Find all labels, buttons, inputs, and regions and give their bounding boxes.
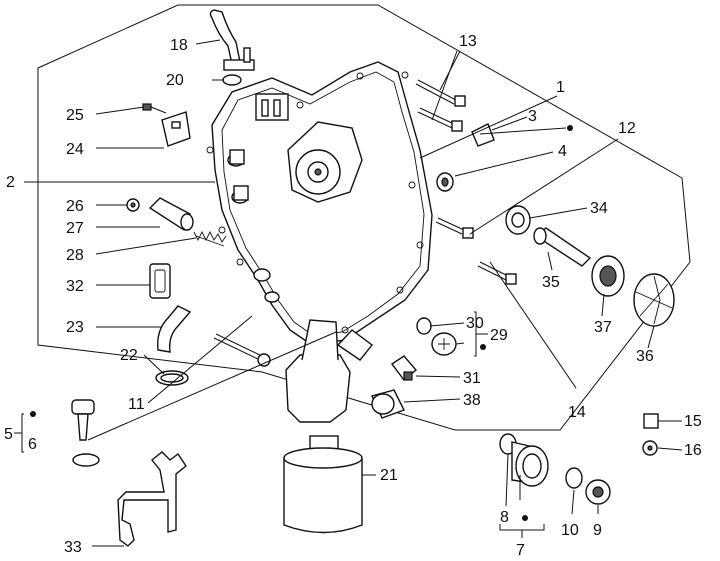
callout-32: 32 bbox=[66, 278, 84, 295]
callout-14: 14 bbox=[568, 404, 586, 421]
filler-cap-5 bbox=[71, 399, 95, 441]
callout-16: 16 bbox=[684, 442, 702, 459]
callout-24: 24 bbox=[66, 141, 84, 158]
callout-27: 27 bbox=[66, 220, 84, 237]
bolt-14 bbox=[477, 261, 517, 285]
callout-8: 8 bbox=[500, 509, 509, 526]
hose-pipe-18 bbox=[209, 9, 255, 71]
clip-15 bbox=[643, 413, 659, 429]
callout-36: 36 bbox=[636, 348, 654, 365]
callout-28: 28 bbox=[66, 247, 84, 264]
bolt-13 bbox=[415, 79, 466, 132]
o-ring-20 bbox=[222, 74, 242, 86]
callout-15: 15 bbox=[684, 413, 702, 430]
callout-12: 12 bbox=[618, 120, 636, 137]
callout-31: 31 bbox=[463, 370, 481, 387]
callout-11: 11 bbox=[128, 396, 145, 413]
o-ring-6 bbox=[72, 453, 100, 467]
callout-9: 9 bbox=[593, 522, 602, 539]
callout-20: 20 bbox=[166, 72, 184, 89]
bolt-12 bbox=[435, 217, 474, 239]
callout-1: 1 bbox=[556, 79, 565, 96]
clip-16 bbox=[642, 440, 658, 456]
drain-plug-9 bbox=[585, 479, 611, 505]
cap-3 bbox=[471, 123, 495, 147]
callout-10: 10 bbox=[561, 522, 579, 539]
plug-29 bbox=[431, 332, 457, 356]
gear-37 bbox=[591, 255, 625, 297]
bolt-25 bbox=[142, 103, 167, 114]
impeller-36 bbox=[633, 273, 675, 327]
sleeve-27 bbox=[148, 197, 194, 232]
callout-6: 6 bbox=[28, 436, 37, 453]
seal-4 bbox=[436, 172, 454, 192]
bolt-11 bbox=[213, 333, 271, 367]
bracket-24 bbox=[161, 111, 191, 147]
assembly-outline bbox=[37, 4, 691, 431]
callout-21: 21 bbox=[380, 467, 398, 484]
callout-35: 35 bbox=[542, 274, 560, 291]
bushing-38 bbox=[371, 389, 405, 419]
callout-3: 3 bbox=[528, 108, 537, 125]
dot-marker bbox=[30, 411, 36, 417]
clamp-22 bbox=[155, 370, 189, 386]
sensor-31 bbox=[390, 355, 417, 382]
crankcase-cover bbox=[206, 61, 433, 423]
callout-25: 25 bbox=[66, 107, 84, 124]
washer-34 bbox=[505, 205, 531, 235]
callout-33: 33 bbox=[64, 539, 82, 556]
nut-26 bbox=[126, 198, 140, 212]
washer-30 bbox=[416, 317, 432, 335]
callout-34: 34 bbox=[590, 200, 608, 217]
strainer-8 bbox=[499, 433, 549, 487]
hose-23 bbox=[157, 305, 192, 353]
lever-33 bbox=[117, 451, 187, 547]
oil-filter-21 bbox=[283, 435, 363, 534]
callout-2: 2 bbox=[6, 174, 15, 191]
callout-7: 7 bbox=[516, 542, 525, 559]
callout-22: 22 bbox=[120, 347, 138, 364]
leader-lines bbox=[14, 39, 683, 547]
callout-4: 4 bbox=[558, 143, 567, 160]
callout-30: 30 bbox=[466, 315, 484, 332]
callout-37: 37 bbox=[594, 319, 612, 336]
callout-23: 23 bbox=[66, 319, 84, 336]
callout-26: 26 bbox=[66, 198, 84, 215]
o-ring-10 bbox=[565, 467, 583, 489]
dot-marker bbox=[567, 125, 573, 131]
dot-marker bbox=[480, 344, 486, 350]
callout-38: 38 bbox=[463, 392, 481, 409]
shaft-35 bbox=[533, 227, 592, 267]
dot-marker bbox=[522, 515, 528, 521]
callout-5: 5 bbox=[4, 426, 13, 443]
callout-29: 29 bbox=[490, 327, 508, 344]
gasket-32 bbox=[149, 263, 171, 299]
callout-18: 18 bbox=[170, 37, 188, 54]
spring-28 bbox=[193, 230, 227, 247]
callout-13: 13 bbox=[459, 33, 477, 50]
